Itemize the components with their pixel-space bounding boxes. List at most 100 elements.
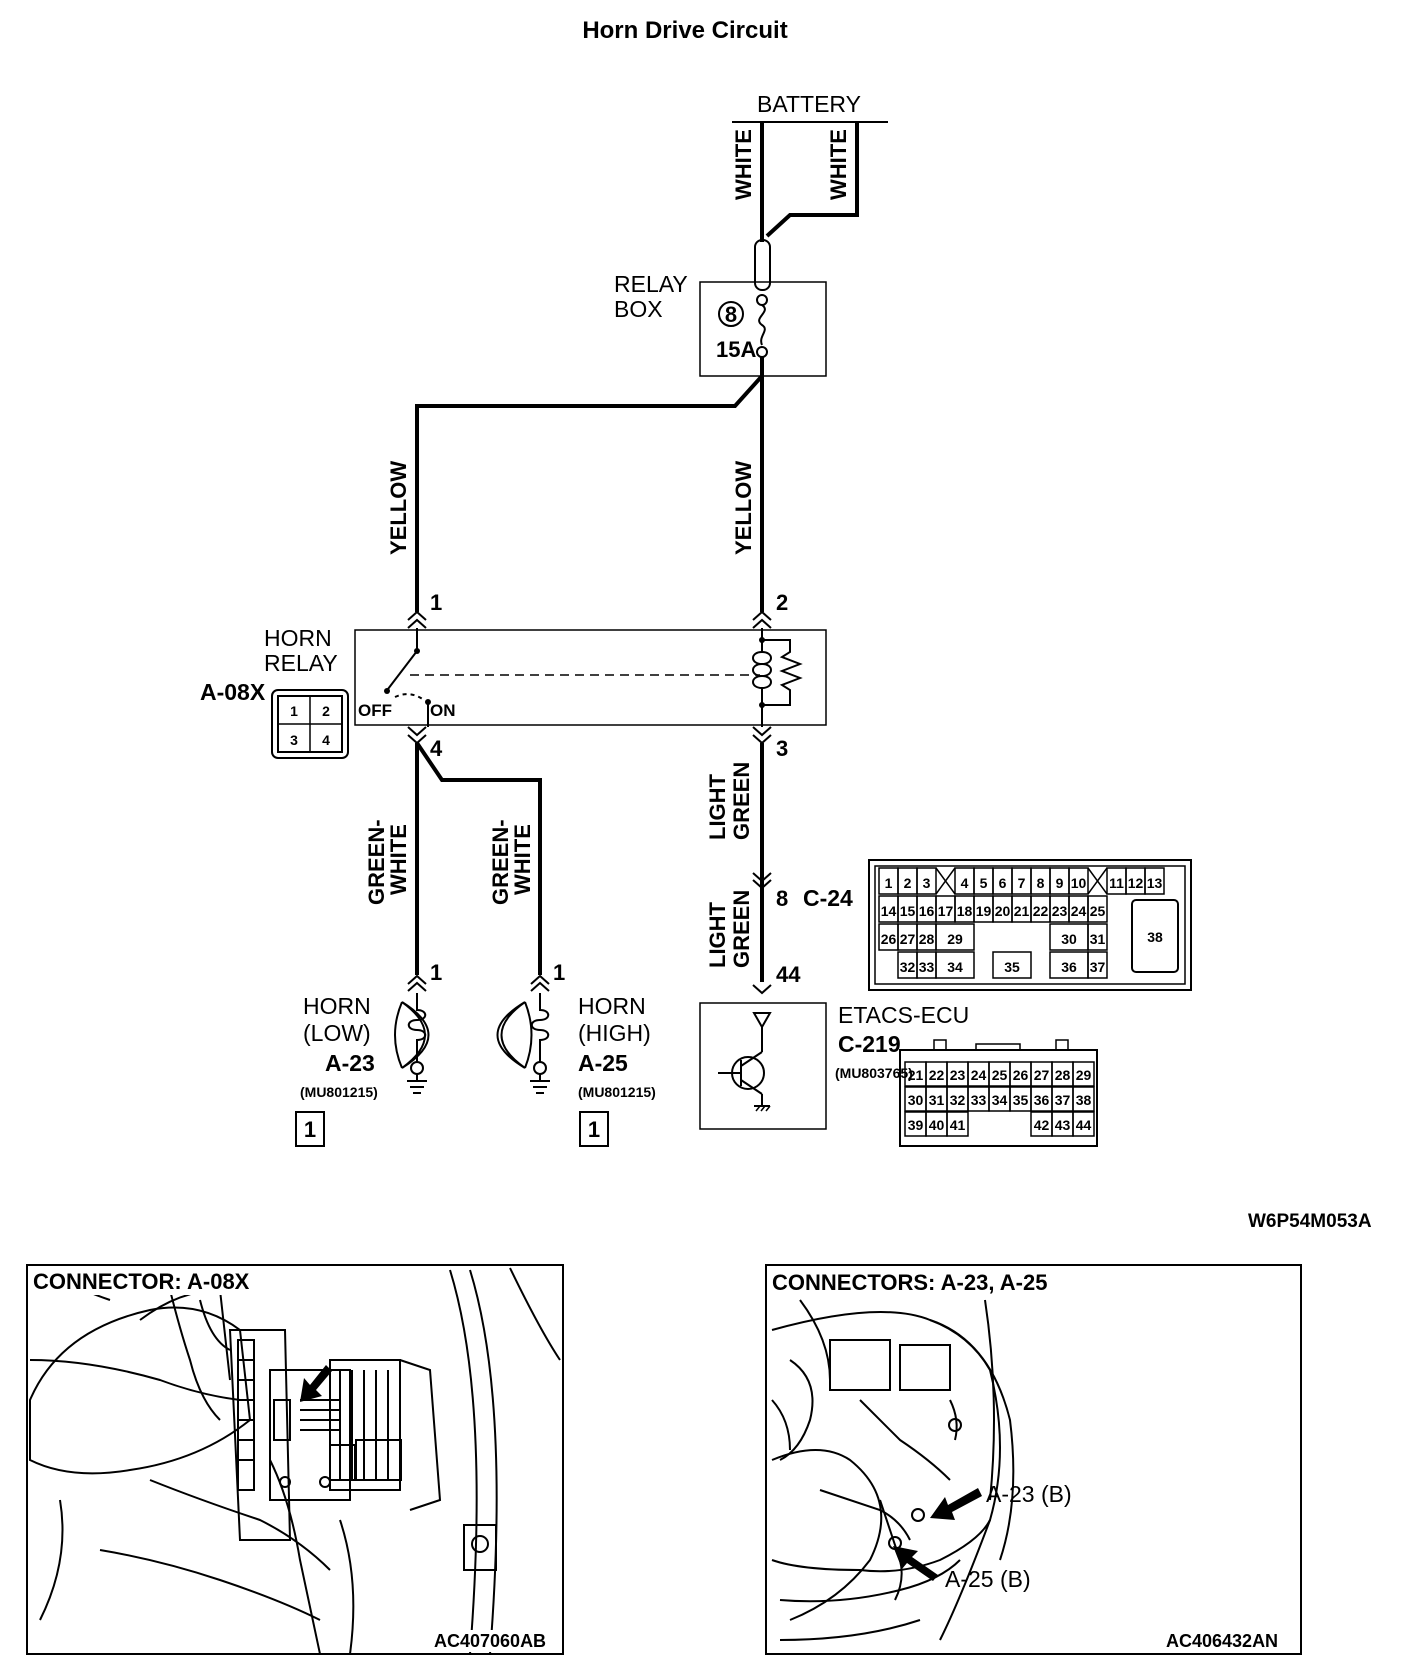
c219-r3-4-label: 43 <box>1055 1117 1071 1133</box>
photo-panel-a08x-title-bg <box>29 1267 309 1295</box>
c219-r2-7-label: 37 <box>1055 1092 1071 1108</box>
relay-coil <box>752 651 772 690</box>
c219-r2-8-label: 38 <box>1076 1092 1092 1108</box>
photo-panel-a23-a25-title: CONNECTORS: A-23, A-25 <box>772 1270 1047 1295</box>
fuse-number: 8 <box>725 302 737 327</box>
c219-r2-4-label: 34 <box>992 1092 1008 1108</box>
relay-switch-travel <box>394 693 425 701</box>
horn-low: 1 HORN (LOW) A-23 (MU801215) 1 <box>295 960 442 1147</box>
c219-r3-2-label: 41 <box>950 1117 966 1133</box>
etacs-connector-code: C-219 <box>838 1031 901 1057</box>
horn-high-diaphragm <box>496 1001 526 1069</box>
c24-r3-3-label: 29 <box>947 931 963 947</box>
c24-r1-2-label: 3 <box>923 875 931 891</box>
relay-box-input-connector <box>754 239 771 291</box>
c219-r1-6-label: 27 <box>1034 1067 1050 1083</box>
horn-high-label-line2: (HIGH) <box>578 1020 651 1046</box>
fuse-element <box>758 304 766 346</box>
battery-label: BATTERY <box>757 91 861 117</box>
relay-switch-on-label: ON <box>430 701 456 720</box>
c24-r3-2-label: 28 <box>919 931 935 947</box>
c219-r3-1-label: 40 <box>929 1117 945 1133</box>
a25-location-arrow <box>893 1546 938 1581</box>
c24-cell-38-label: 38 <box>1147 929 1163 945</box>
relay-pin3-connector-arrow <box>752 726 772 745</box>
c24-blank-2 <box>1087 867 1108 895</box>
c24-r1-11-label: 12 <box>1128 875 1144 891</box>
horn-low-bell <box>394 1001 403 1069</box>
c24-r2-4-label: 18 <box>957 903 973 919</box>
horn-high-label-line1: HORN <box>578 993 646 1019</box>
c24-r2-2-label: 16 <box>919 903 935 919</box>
c24-r1-2-cell <box>916 867 937 895</box>
c24-r4-0-label: 32 <box>900 959 916 975</box>
photo-panel-a08x-code: AC407060AB <box>434 1631 546 1651</box>
c24-r4-4-label: 36 <box>1061 959 1077 975</box>
c24-r2-9-label: 23 <box>1052 903 1068 919</box>
c24-r1-10-label: 11 <box>1109 875 1124 891</box>
c24-r2-7-label: 21 <box>1014 903 1030 919</box>
c24-junction-arrow <box>752 872 772 890</box>
c24-r3-3-cell <box>935 923 975 951</box>
c219-r3-5-label: 44 <box>1076 1117 1092 1133</box>
c219-r1-8-label: 29 <box>1076 1067 1092 1083</box>
c219-r1-4-label: 25 <box>992 1067 1008 1083</box>
horn-low-connector-code: A-23 <box>325 1050 375 1076</box>
relay-switch-off-contact <box>384 688 390 694</box>
c219-r3-2-cell <box>946 1111 969 1137</box>
transistor-emitter <box>740 1079 763 1095</box>
relay-pin1-connector-arrow <box>407 610 427 629</box>
horn-relay-connector-face: 1 2 3 4 <box>271 689 349 759</box>
horn-high: 1 HORN (HIGH) A-25 (MU801215) 1 <box>496 960 656 1147</box>
c219-r1-0-label: 21 <box>908 1067 924 1083</box>
c219-r2-5-label: 35 <box>1013 1092 1029 1108</box>
c24-r4-1-label: 33 <box>919 959 935 975</box>
c219-key-left <box>933 1039 947 1051</box>
photo-panel-a08x-title: CONNECTOR: A-08X <box>33 1269 250 1294</box>
c24-r2-11-label: 25 <box>1090 903 1106 919</box>
diagram-title: Horn Drive Circuit <box>582 17 787 44</box>
horn-high-connector-code: A-25 <box>578 1050 628 1076</box>
c219-r2-2-label: 32 <box>950 1092 966 1108</box>
c24-r4-2-label: 34 <box>947 959 963 975</box>
etacs-input-marker <box>752 1012 772 1030</box>
etacs-ground-hatch-2 <box>760 1105 766 1112</box>
etacs-pin: 44 <box>776 962 801 987</box>
wire-label-battery-left: WHITE <box>731 129 756 200</box>
horn-low-ref: 1 <box>304 1117 316 1142</box>
wire-label-horn-low-line1: GREEN- <box>364 819 389 905</box>
photo-panel-a08x: CONNECTOR: A-08X AC407060AB <box>26 1264 564 1655</box>
c24-inner-outline <box>874 865 1186 985</box>
transistor-collector <box>740 1051 763 1067</box>
horn-relay: HORN RELAY A-08X 1 2 4 3 OFF ON <box>200 590 827 761</box>
photo-panel-a08x-frame <box>26 1264 564 1655</box>
horn-high-ground-terminal <box>533 1061 547 1075</box>
wire-label-coil-out-line1: LIGHT <box>705 773 730 840</box>
a08x-location-arrow <box>300 1365 332 1402</box>
horn-relay-connector-code: A-08X <box>200 679 266 705</box>
c219-key-right <box>1055 1039 1069 1051</box>
c24-r4-5-cell <box>1087 951 1108 979</box>
c24-r3-5-cell <box>1087 923 1108 951</box>
horn-relay-pin-4: 4 <box>430 736 443 761</box>
c24-r2-3-label: 17 <box>938 903 954 919</box>
c24-r1-1-label: 2 <box>904 875 912 891</box>
c24-r1-6-label: 7 <box>1018 875 1026 891</box>
callout-a25: A-25 (B) <box>945 1566 1031 1592</box>
horn-high-connector-arrow <box>530 974 550 992</box>
horn-relay-outline <box>354 629 827 726</box>
horn-high-ref: 1 <box>588 1117 600 1142</box>
c24-r1-12-label: 13 <box>1147 875 1163 891</box>
c219-r1-8-cell <box>1072 1061 1095 1087</box>
wire-label-horn-high-line2: WHITE <box>510 824 535 895</box>
feed-wire-to-relay-pin1 <box>415 357 764 612</box>
c219-r2-6-label: 36 <box>1034 1092 1050 1108</box>
fuse-terminal-top <box>756 294 768 306</box>
c219-r1-1-label: 22 <box>929 1067 945 1083</box>
fuse-rating: 15A <box>716 337 756 362</box>
fuse-terminal-bottom <box>756 346 768 358</box>
c219-r3-5-cell <box>1072 1111 1095 1137</box>
horn-high-pin: 1 <box>553 960 565 985</box>
battery-wire-right <box>765 122 859 238</box>
fuse-number-circle <box>718 301 744 327</box>
